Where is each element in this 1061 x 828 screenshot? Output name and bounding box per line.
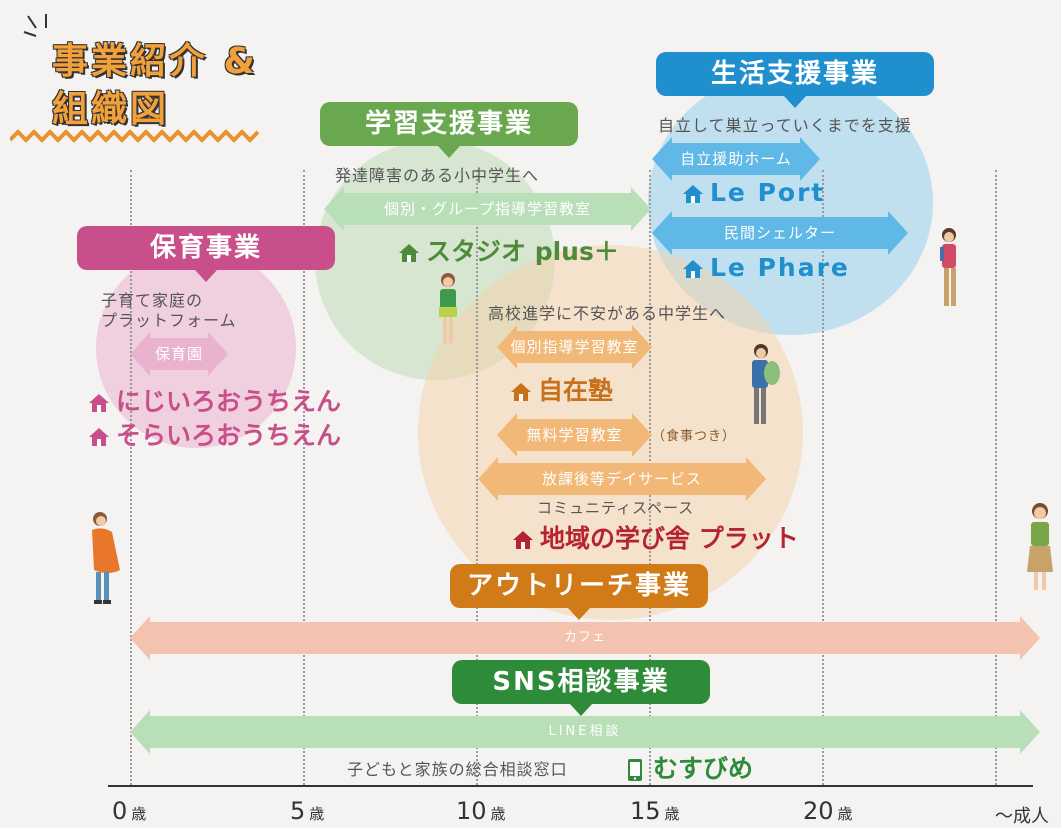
jizai-arrow: 個別指導学習教室: [497, 325, 652, 369]
sns-facility: むすびめ: [625, 749, 753, 785]
page-title-line1: 事業紹介 &: [52, 41, 258, 82]
sns-facility-name: むすびめ: [653, 754, 754, 783]
gakushu-desc: 発達障害のある小中学生へ: [335, 166, 540, 185]
house-icon: [89, 428, 109, 446]
page-title-line2: 組織図: [52, 89, 170, 130]
title-zigzag: [8, 128, 260, 148]
age-axis-line: [108, 785, 1033, 787]
free-study-note: （食事つき）: [652, 429, 737, 444]
day-service-arrow-label: 放課後等デイサービス: [541, 470, 702, 488]
seikatsu-arrow-2-label: 民間シェルター: [723, 224, 836, 242]
age-tick-15-value: 15: [630, 797, 661, 825]
jizai-facility: 自在塾: [510, 371, 613, 407]
hoiku-facility-1-name: にじいろおうちえん: [116, 387, 342, 416]
child-green-figure: [432, 272, 464, 356]
seikatsu-arrow-1: 自立援助ホーム: [652, 137, 820, 181]
seikatsu-facility-1: Le Port: [682, 178, 825, 207]
age-unit: 歳: [131, 805, 147, 823]
hoiku-facility-2: そらいろおうちえん: [88, 416, 341, 452]
gakushu-facility: スタジオ plus＋: [398, 232, 619, 268]
plat-facility-name: 地域の学び舎 プラット: [540, 524, 799, 553]
cafe-arrow-label: カフェ: [563, 630, 606, 645]
age-tick-10-value: 10: [456, 797, 487, 825]
age-line-20: [822, 170, 824, 785]
house-icon: [513, 531, 533, 549]
cafe-arrow: カフェ: [130, 616, 1040, 660]
free-study-arrow: 無料学習教室: [497, 413, 652, 457]
age-line-0: [130, 170, 132, 785]
community-desc: コミュニティスペース: [537, 499, 695, 517]
house-icon: [683, 260, 703, 278]
age-unit: 歳: [309, 805, 325, 823]
pregnant-woman-figure: [84, 510, 126, 614]
age-line-5: [303, 170, 305, 785]
hoiku-desc-2: プラットフォーム: [101, 311, 237, 330]
gakushu-arrow: 個別・グループ指導学習教室: [324, 187, 651, 231]
jizai-facility-name: 自在塾: [538, 376, 614, 405]
day-service-arrow: 放課後等デイサービス: [478, 457, 766, 501]
age-tick-0-value: 0: [112, 797, 128, 825]
student-backpack-figure: [746, 343, 782, 439]
age-line-adult: [995, 170, 997, 785]
seikatsu-facility-2: Le Phare: [682, 253, 850, 282]
sns-header: SNS相談事業: [452, 660, 710, 716]
hoiku-arrow: 保育園: [130, 332, 228, 376]
hoiku-facility-1: にじいろおうちえん: [88, 382, 341, 418]
age-tick-20-value: 20: [803, 797, 834, 825]
adult-woman-figure: [1020, 502, 1060, 602]
house-icon: [89, 394, 109, 412]
age-line-10: [476, 170, 478, 785]
gakushu-header: 学習支援事業: [320, 102, 578, 158]
line-arrow: LINE相談: [130, 710, 1040, 754]
age-unit: 歳: [664, 805, 680, 823]
title-deco-icon: [22, 12, 56, 46]
free-study-arrow-label: 無料学習教室: [526, 426, 623, 444]
age-tick-adult: 〜成人: [995, 802, 1049, 828]
gakushu-arrow-label: 個別・グループ指導学習教室: [383, 200, 592, 218]
smartphone-icon: [628, 759, 642, 781]
plat-facility: 地域の学び舎 プラット: [512, 519, 799, 555]
age-unit: 歳: [837, 805, 853, 823]
seikatsu-header: 生活支援事業: [656, 52, 934, 108]
hoiku-desc-1: 子育て家庭の: [101, 291, 204, 310]
age-tick-5-value: 5: [290, 797, 306, 825]
hoiku-facility-2-name: そらいろおうちえん: [116, 421, 342, 450]
hoiku-arrow-label: 保育園: [154, 345, 203, 363]
outreach-header: アウトリーチ事業: [450, 564, 708, 620]
seikatsu-facility-1-name: Le Port: [710, 178, 826, 207]
house-icon: [399, 244, 419, 262]
seikatsu-desc: 自立して巣立っていくまでを支援: [658, 116, 912, 135]
jizai-arrow-label: 個別指導学習教室: [510, 338, 639, 356]
seikatsu-facility-2-name: Le Phare: [710, 253, 850, 282]
age-unit: 歳: [490, 805, 506, 823]
house-icon: [511, 383, 531, 401]
young-woman-figure: [934, 227, 966, 319]
sns-desc: 子どもと家族の総合相談窓口: [347, 760, 568, 779]
seikatsu-arrow-1-label: 自立援助ホーム: [680, 150, 792, 168]
seikatsu-arrow-2: 民間シェルター: [652, 211, 908, 255]
house-icon: [683, 185, 703, 203]
age-tick-adult-value: 〜成人: [995, 806, 1049, 827]
gakushu-facility-name: スタジオ plus＋: [426, 237, 619, 266]
jizai-desc: 高校進学に不安がある中学生へ: [488, 304, 727, 323]
hoiku-header: 保育事業: [77, 226, 335, 282]
line-arrow-label: LINE相談: [548, 724, 622, 739]
